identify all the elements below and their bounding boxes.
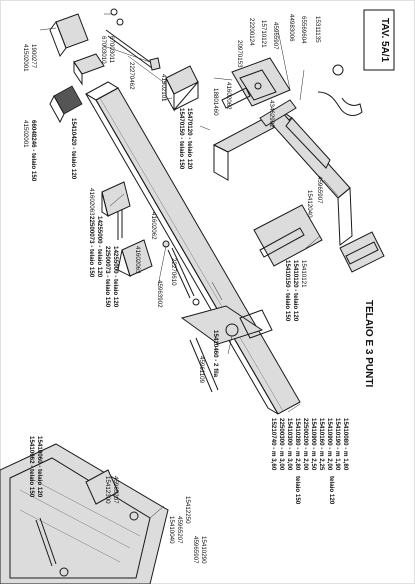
part-label: 15410121 (300, 260, 307, 288)
part-label: 66048246 - telaio 150 (30, 120, 37, 182)
part-label: 15410120 - telaio 120 (292, 260, 299, 322)
part-label: 22270610 (170, 258, 177, 286)
part-label: 43462902 (268, 100, 275, 128)
part-label: 67003011 (108, 36, 115, 64)
part-label: 41502001 (22, 44, 29, 72)
part-label: 22200124 (248, 18, 255, 46)
part-label: 15410300 - m 3,00 (286, 418, 293, 471)
middle-clamp-upper (101, 181, 131, 240)
part-label: 41602062 (225, 82, 232, 110)
part-label: 41602063 (88, 188, 95, 216)
part-label: 15410420 - telaio 120 (70, 118, 77, 180)
part-label: 15410460 - 2 fila (212, 330, 219, 378)
ring-clip (332, 64, 344, 76)
part-label: 45963902 (156, 280, 163, 308)
part-label: 15410900 - m 2,00 (326, 418, 333, 471)
spacer-block (73, 53, 105, 86)
part-label: 15710121 (260, 20, 267, 48)
part-label: 1900277 (30, 44, 37, 69)
part-label: 15410150 - telaio 150 (284, 260, 291, 322)
part-label: 15410060 - telaio 120 (36, 436, 43, 498)
part-label: 41502001 (22, 120, 29, 148)
part-label: telaio 120 (328, 476, 335, 505)
leader-lines (39, 13, 339, 519)
part-label: 45965907 (272, 22, 279, 50)
page-title: TELAIO E 3 PUNTI (363, 300, 374, 387)
part-label: 65569604 (300, 16, 307, 44)
part-label: 41602063 (134, 246, 141, 274)
part-label: 14255000 - telaio 120 (96, 216, 103, 278)
part-label: 45961109 (198, 356, 205, 384)
lower-link-arm (180, 305, 273, 393)
part-label: 22500073 - telaio 150 (88, 216, 95, 278)
clamp-u (165, 65, 199, 112)
part-label: 22270462 (128, 62, 135, 90)
part-label: 15412040 (306, 190, 313, 218)
part-label: 67003010 (100, 36, 107, 64)
part-label: 15210740 - m 3,60 (270, 418, 277, 471)
part-label: 45965907 (192, 536, 199, 564)
lower-right-bracket (339, 231, 385, 273)
part-label: 15410062 - telaio 150 (28, 436, 35, 498)
part-label: 15311135 (314, 16, 321, 43)
table-code: TAV. 5A/1 (379, 18, 390, 63)
bolt-set-top (105, 8, 161, 71)
part-label: 22500200 - m 2,00 (302, 418, 309, 471)
angle-plate (49, 13, 89, 58)
part-label: 45965207 (176, 516, 183, 544)
part-label: 15410160 - m 2,25 (318, 418, 325, 471)
part-label: 15412250 (184, 496, 191, 524)
part-label: 22500073 - telaio 150 (104, 246, 111, 308)
part-label: 15410040 (168, 516, 175, 544)
pad-block (49, 85, 83, 124)
middle-clamp-lower (117, 239, 153, 277)
part-label: 14255000 - telaio 120 (112, 246, 119, 308)
part-label: 18801460 (212, 88, 219, 116)
part-label: 15410190 - m 1,90 (334, 418, 341, 471)
top-link-bracket (221, 57, 297, 127)
part-label: 15410290 (200, 536, 207, 564)
part-label: 41502101 (160, 74, 167, 102)
part-label: 15410900 - m 2,50 (310, 418, 317, 471)
table-code-box: TAV. 5A/1 (363, 9, 395, 71)
bottom-pin (35, 511, 139, 577)
part-label: 15470120 - telaio 120 (186, 108, 193, 170)
part-label: 44983006 (288, 14, 295, 42)
part-label: 15470150 - telaio 150 (178, 108, 185, 170)
part-label: 41602062 (150, 212, 157, 240)
part-label: 15412300 (104, 476, 111, 504)
part-label: 15410280 - m 2,80 (294, 418, 301, 471)
part-label: 20970153 (236, 40, 243, 68)
bottom-frame-corner (0, 443, 169, 584)
part-label: 15410080 - m 1,80 (342, 418, 349, 471)
part-label: 45965207 (112, 476, 119, 504)
part-labels: 1900277 41502001 67003011 67003010 22270… (22, 14, 349, 564)
spring-clip (317, 91, 363, 116)
part-label: telaio 150 (294, 476, 301, 505)
part-label: 22500300 - m 3,00 (278, 418, 285, 471)
part-label: 45965907 (316, 176, 323, 204)
